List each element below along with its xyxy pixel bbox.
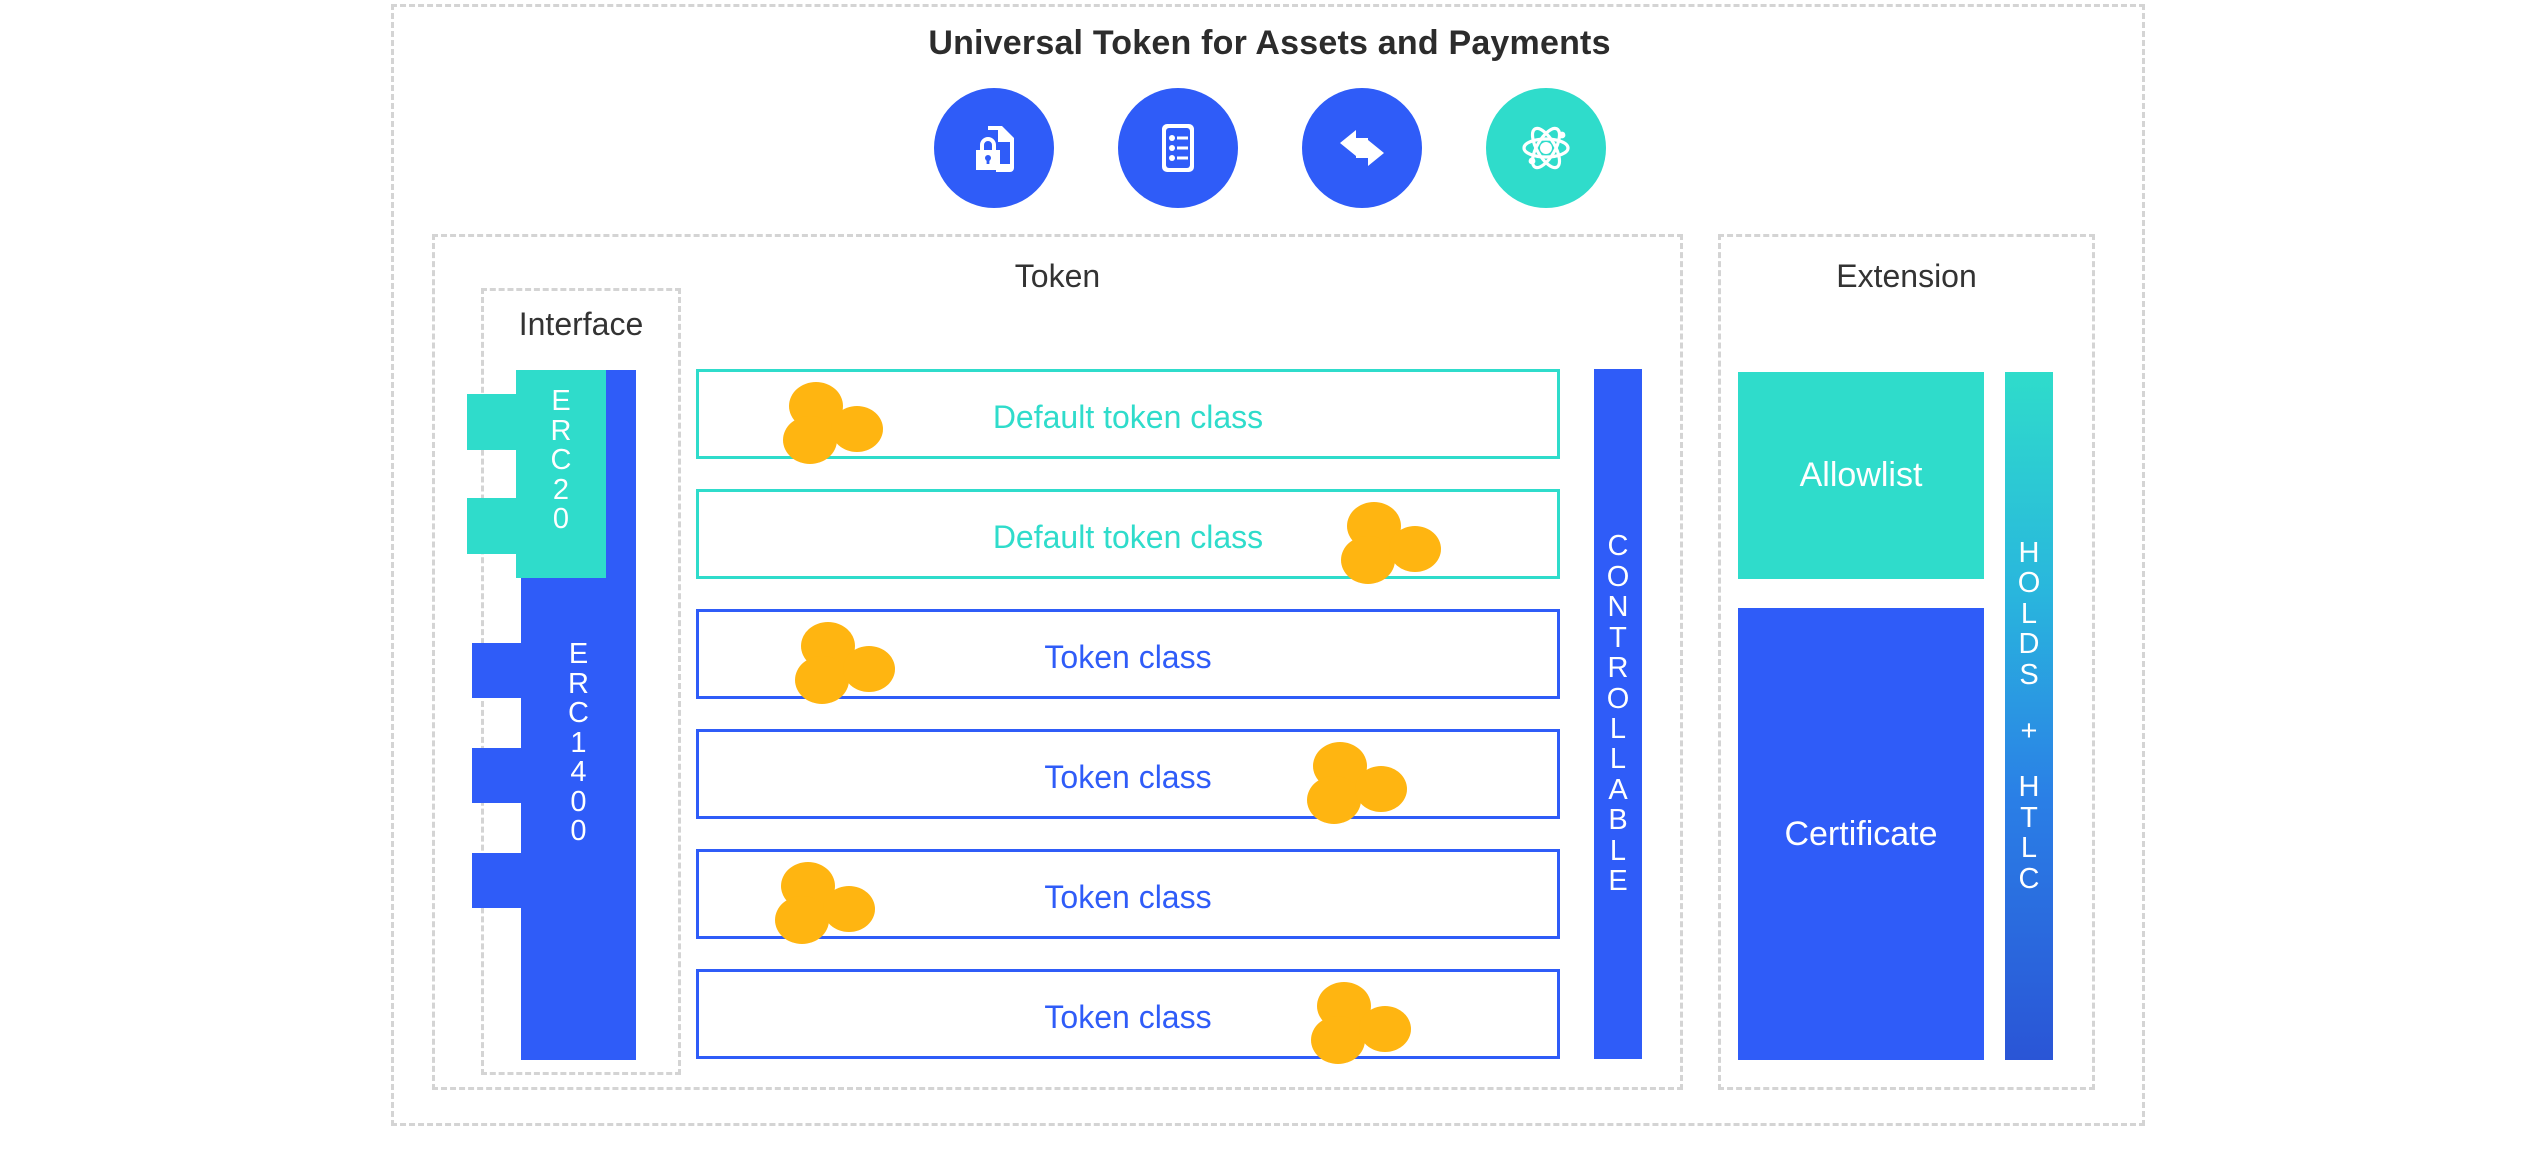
ctrl-letter: L — [1609, 834, 1627, 867]
ctrl-letter: T — [1609, 621, 1627, 654]
holds-letter: H — [2018, 536, 2040, 569]
holds-letter: L — [2020, 832, 2038, 865]
erc1400-letter: 4 — [570, 756, 587, 789]
token-dots-icon — [775, 862, 885, 944]
interface-section-label: Interface — [518, 306, 644, 342]
token-row-label: Token class — [1044, 998, 1212, 1035]
controllable-bar-label: C O N T R O L L A B L E — [1594, 530, 1642, 898]
erc1400-letter: E — [568, 638, 589, 670]
token-dots-icon — [1311, 982, 1421, 1064]
erc1400-label: E R C 1 4 0 0 — [521, 638, 636, 848]
holds-spacer — [2005, 746, 2053, 772]
erc20-letter: C — [550, 444, 572, 477]
token-dots-icon — [1341, 502, 1451, 584]
erc1400-letter: 1 — [570, 726, 587, 759]
erc1400-letter: R — [568, 667, 589, 700]
holds-letter: L — [2020, 597, 2038, 630]
token-row[interactable]: Token class — [696, 969, 1560, 1064]
ctrl-letter: O — [1606, 560, 1630, 593]
dot — [1359, 1006, 1411, 1052]
extension-box-label: Allowlist — [1799, 456, 1923, 494]
token-section-label: Token — [1014, 258, 1101, 294]
holds-letter: O — [2017, 567, 2041, 600]
token-row[interactable]: Token class — [696, 729, 1560, 824]
erc1400-letter: 0 — [570, 785, 587, 818]
outer-frame — [391, 4, 2145, 1126]
erc1400-letter: 0 — [570, 815, 587, 848]
holds-letter: D — [2018, 628, 2040, 661]
erc20-letter: E — [551, 385, 571, 417]
extension-box-allowlist[interactable]: Allowlist — [1738, 372, 1984, 579]
dot — [823, 886, 875, 932]
erc20-label: E R C 2 0 — [516, 385, 606, 536]
dot — [1355, 766, 1407, 812]
erc20-letter: 2 — [552, 473, 570, 506]
ctrl-letter: L — [1609, 743, 1627, 776]
dot — [795, 656, 849, 704]
token-row-label: Token class — [1044, 758, 1212, 795]
erc20-letter: R — [550, 414, 572, 447]
dot — [783, 416, 837, 464]
token-row[interactable]: Default token class — [696, 369, 1560, 464]
erc20-tab-2 — [467, 498, 522, 554]
token-dots-icon — [783, 382, 893, 464]
holds-htlc-bar[interactable]: H O L D S + H T L C — [2005, 372, 2053, 1060]
icon-row — [0, 88, 2539, 208]
checklist-document-icon — [1117, 88, 1238, 208]
ctrl-letter: A — [1608, 773, 1628, 806]
ctrl-letter: O — [1606, 682, 1630, 715]
interface-block-erc20[interactable] — [516, 370, 606, 578]
atom-icon — [1485, 88, 1606, 208]
token-row[interactable]: Token class — [696, 609, 1560, 704]
holds-htlc-bar-label: H O L D S + H T L C — [2005, 536, 2053, 895]
extension-box-certificate[interactable]: Certificate — [1738, 608, 1984, 1060]
erc20-letter: 0 — [552, 503, 570, 536]
dot — [1341, 536, 1395, 584]
erc1400-tab-2 — [472, 748, 527, 803]
extension-section-label: Extension — [1836, 258, 1977, 294]
token-row[interactable]: Default token class — [696, 489, 1560, 584]
dot — [1311, 1016, 1365, 1064]
holds-spacer — [2005, 690, 2053, 716]
token-row[interactable]: Token class — [696, 849, 1560, 944]
dot — [1307, 776, 1361, 824]
ctrl-letter: B — [1608, 804, 1628, 837]
dot — [775, 896, 829, 944]
ctrl-letter: E — [1608, 865, 1628, 898]
token-dots-icon — [795, 622, 905, 704]
token-dots-icon — [1307, 742, 1417, 824]
holds-letter: T — [2020, 801, 2038, 834]
transfer-arrows-icon — [1301, 88, 1422, 208]
page-title: Universal Token for Assets and Payments — [928, 24, 1611, 62]
erc1400-letter: C — [568, 697, 589, 730]
erc20-tab-1 — [467, 394, 522, 450]
controllable-bar[interactable]: C O N T R O L L A B L E — [1594, 369, 1642, 1059]
holds-letter: + — [2020, 715, 2038, 747]
extension-box-label: Certificate — [1784, 814, 1938, 853]
document-lock-icon — [933, 88, 1054, 208]
erc1400-tab-3 — [472, 853, 527, 908]
holds-letter: H — [2018, 771, 2040, 804]
ctrl-letter: N — [1607, 591, 1629, 624]
dot — [1389, 526, 1441, 572]
erc1400-tab-1 — [472, 643, 527, 698]
ctrl-letter: C — [1607, 530, 1629, 563]
holds-letter: S — [2019, 658, 2039, 691]
ctrl-letter: L — [1609, 713, 1627, 745]
holds-letter: C — [2018, 862, 2040, 895]
token-section — [432, 234, 1683, 1090]
dot — [831, 406, 883, 452]
ctrl-letter: R — [1607, 652, 1629, 685]
dot — [843, 646, 895, 692]
extension-section — [1718, 234, 2095, 1090]
